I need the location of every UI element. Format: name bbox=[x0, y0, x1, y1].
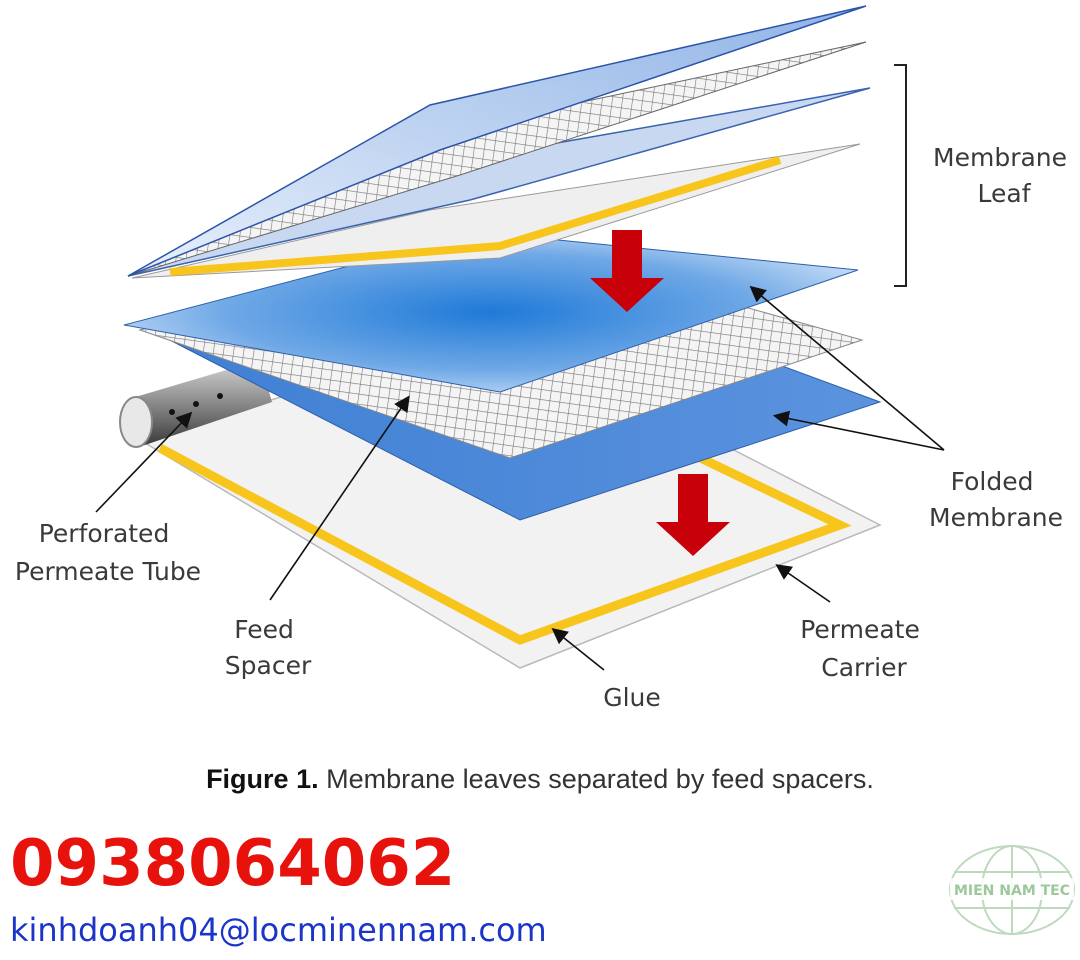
figure-caption: Figure 1. Membrane leaves separated by f… bbox=[0, 764, 1080, 795]
leader-perforated-tube bbox=[95, 411, 193, 513]
leader-permeate-carrier bbox=[775, 564, 831, 603]
leader-folded-membrane-lower bbox=[772, 410, 945, 451]
label-feed-spacer: Feed Spacer bbox=[225, 615, 312, 680]
company-logo: MIEN NAM TEC bbox=[949, 845, 1075, 935]
label-permeate-carrier: Permeate Carrier bbox=[800, 615, 928, 682]
contact-phone[interactable]: 0938064062 bbox=[10, 827, 456, 901]
leader-folded-membrane-upper bbox=[749, 285, 945, 451]
membrane-leaf-stack bbox=[127, 5, 871, 279]
membrane-leaf-bracket bbox=[894, 64, 907, 287]
label-folded-membrane: Folded Membrane bbox=[929, 467, 1063, 532]
leader-feed-spacer bbox=[269, 395, 410, 601]
contact-email[interactable]: kinhdoanh04@locminennam.com bbox=[10, 911, 547, 949]
figure-caption-text: Membrane leaves separated by feed spacer… bbox=[326, 764, 874, 794]
label-perforated-permeate-tube: Perforated Permeate Tube bbox=[15, 519, 201, 586]
label-glue: Glue bbox=[603, 683, 661, 712]
down-arrow-upper bbox=[590, 230, 664, 312]
logo-text: MIEN NAM TEC bbox=[954, 883, 1070, 899]
label-membrane-leaf: Membrane Leaf bbox=[933, 143, 1075, 208]
down-arrow-lower bbox=[656, 474, 730, 556]
figure-number: Figure 1. bbox=[206, 764, 319, 794]
leader-glue bbox=[551, 628, 605, 671]
